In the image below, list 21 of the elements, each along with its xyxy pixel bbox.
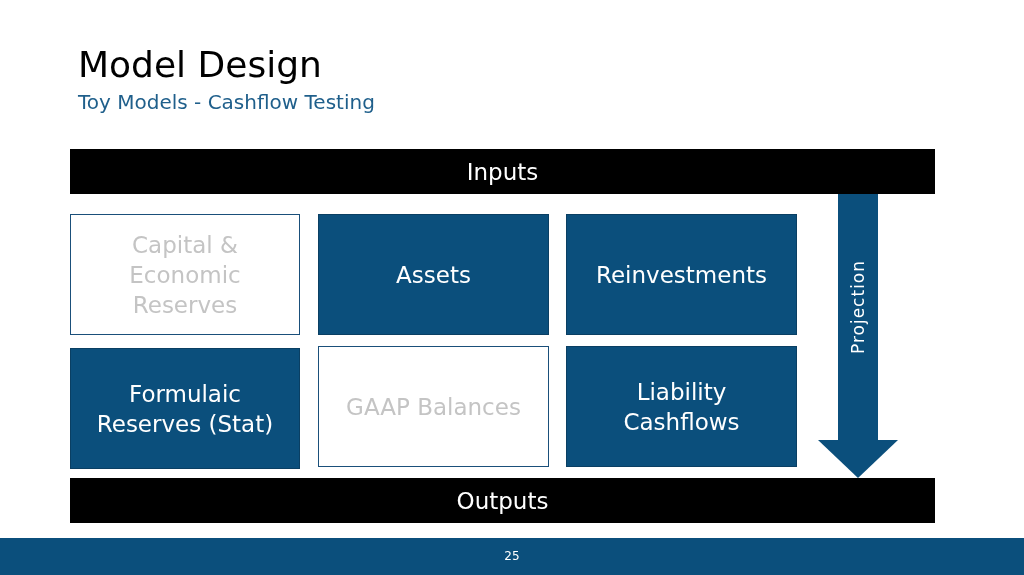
node-label: Reinvestments: [595, 260, 768, 290]
slide-title: Model Design: [78, 44, 322, 85]
filled-box: [566, 346, 797, 467]
filled-box: [566, 214, 797, 335]
header-bar: [70, 478, 935, 523]
filled-box: [70, 348, 300, 469]
node-label: Liability Cashflows: [622, 377, 741, 437]
outline-box: [318, 346, 549, 467]
block-arrow: [818, 194, 898, 478]
node-label: Capital & Economic Reserves: [128, 230, 242, 320]
node-label: Formulaic Reserves (Stat): [95, 379, 275, 439]
node-label: Inputs: [465, 157, 540, 187]
header-bar: [70, 149, 935, 194]
node-label: Outputs: [455, 486, 550, 516]
slide-subtitle: Toy Models - Cashflow Testing: [78, 90, 375, 114]
node-label: GAAP Balances: [345, 392, 522, 422]
page-number: 25: [503, 549, 521, 563]
outline-box: [70, 214, 300, 335]
filled-box: [318, 214, 549, 335]
edge-label: Projection: [848, 259, 868, 355]
node-label: Assets: [395, 260, 472, 290]
